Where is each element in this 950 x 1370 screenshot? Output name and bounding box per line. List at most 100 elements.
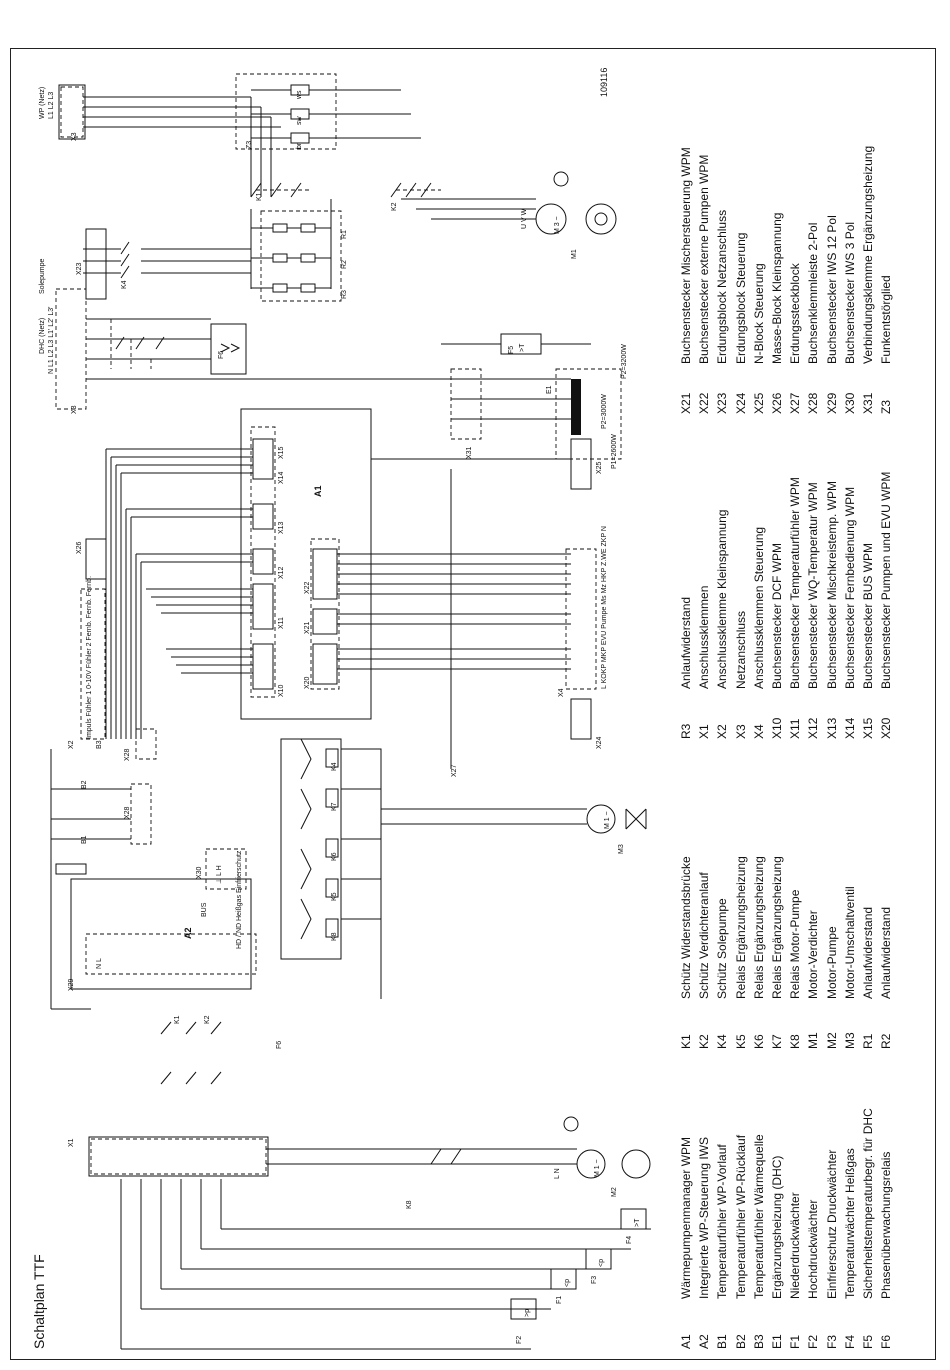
legend-desc: Relais Ergänzungsheizung (733, 856, 748, 999)
legend-desc: Relais Motor-Pumpe (788, 889, 803, 999)
label-b3: B3 (96, 740, 103, 749)
label-wp-phases: L1 L2 L3 (48, 92, 55, 119)
legend-code: B2 (733, 1334, 748, 1349)
legend-desc: Integrierte WP-Steuerung IWS (697, 1136, 712, 1299)
label-a2-inputs: HD / ND Heißgas Einfrierschutz (236, 850, 243, 949)
power-section (55, 73, 622, 460)
label-x27: X27 (451, 764, 458, 777)
label-k7: K7 (331, 802, 338, 811)
legend-code: F5 (860, 1334, 875, 1349)
legend-row: K5 Relais Ergänzungsheizung (732, 759, 750, 1049)
legend-desc: Buchsenstecker WQ-Temperatur WPM (806, 482, 821, 689)
label-m1-sym: M 3 ~ (554, 216, 561, 234)
schematic-sheet: WP (Netz) L1 L2 L3 X3 DHC (Netz) Solepum… (10, 48, 936, 1360)
legend-code: X26 (770, 392, 785, 414)
legend-code: X22 (697, 392, 712, 414)
label-x4-terms: L KOKP MKP EVU Pumpe Ms Mz HKP Z.WE ZKP … (601, 526, 608, 689)
label-x4: X4 (558, 688, 565, 697)
label-f6-top: F6 (218, 351, 225, 359)
legend-code: X28 (806, 392, 821, 414)
page-title: Schaltplan TTF (31, 1254, 47, 1349)
legend-desc: Schütz Widerstandsbrücke (679, 856, 694, 999)
legend-row: X3 Netzanschluss (732, 429, 750, 739)
legend-desc: Anschlussklemmen (697, 585, 712, 689)
label-k4-relay: K4 (331, 762, 338, 771)
legend-desc: Buchsenstecker IWS 3 Pol (842, 221, 857, 364)
label-dhc-phases: N L1 L2 L3 L1' L2' L3' (48, 307, 55, 374)
label-k1-aux: K1 (174, 1015, 181, 1024)
label-f1: F1 (556, 1296, 563, 1304)
label-ln: L N (554, 1168, 561, 1179)
legend-code: X25 (751, 392, 766, 414)
legend-row: F3 Einfrierschutz Druckwächter (823, 1079, 841, 1349)
label-m3-sym: M 1 ~ (604, 811, 611, 829)
legend-code: F2 (806, 1334, 821, 1349)
label-x2: X2 (68, 740, 75, 749)
label-m2: M2 (611, 1187, 618, 1197)
label-a1: A1 (313, 485, 323, 497)
legend-code: B3 (751, 1334, 766, 1349)
legend-code: X24 (733, 392, 748, 414)
label-k1: K1 (256, 192, 263, 201)
legend-code: F6 (879, 1334, 894, 1349)
label-x21: X21 (304, 621, 311, 634)
legend-desc: Motor-Pumpe (824, 926, 839, 999)
legend-desc: Buchsenstecker Pumpen und EVU WPM (879, 471, 894, 689)
legend-desc: Temperaturfühler Wärmequelle (751, 1134, 766, 1299)
legend-desc: Temperaturwächter Heißgas (842, 1148, 857, 1299)
legend-code: F3 (824, 1334, 839, 1349)
label-sw: sw (296, 116, 303, 126)
legend-code: X1 (697, 724, 712, 739)
legend-desc: Phasenüberwachungsrelais (879, 1151, 894, 1299)
legend-code: Z3 (879, 399, 894, 414)
legend-desc: Ergänzungsheizung (DHC) (770, 1155, 785, 1299)
legend-desc: Schütz Solepumpe (715, 898, 730, 999)
legend-desc: Buchsenstecker IWS 12 Pol (824, 215, 839, 364)
label-x31: X31 (466, 446, 473, 459)
legend-desc: Buchsenstecker DCF WPM (770, 542, 785, 689)
label-x11: X11 (278, 617, 285, 629)
label-f4: F4 (626, 1236, 633, 1244)
legend-desc: Wärmepumpenmanager WPM (679, 1136, 694, 1299)
legend-code: X12 (806, 717, 821, 739)
legend-desc: Netzanschluss (733, 610, 748, 689)
label-b2: B2 (81, 780, 88, 789)
label-x3-top: X3 (71, 132, 78, 141)
legend-code: K5 (733, 1034, 748, 1049)
label-x24: X24 (596, 736, 603, 749)
wiring-diagram: WP (Netz) L1 L2 L3 X3 DHC (Netz) Solepum… (39, 73, 651, 1350)
label-k8-contact: K8 (406, 1200, 413, 1209)
label-x12: X12 (278, 566, 285, 579)
label-k8: K8 (331, 932, 338, 941)
legend-code: X29 (824, 392, 839, 414)
legend-code: X21 (679, 392, 694, 414)
legend-desc: Einfrierschutz Druckwächter (824, 1149, 839, 1299)
label-x29-nl: N L (96, 958, 103, 969)
legend-code: K6 (751, 1034, 766, 1049)
legend-code: X3 (733, 724, 748, 739)
label-k6: K6 (331, 852, 338, 861)
label-m1: M1 (571, 249, 578, 259)
label-z3: Z3 (246, 141, 253, 149)
legend-code: K2 (697, 1034, 712, 1049)
label-r1: R1 (341, 230, 348, 239)
legend-code: M1 (806, 1032, 821, 1049)
label-k2-aux: K2 (204, 1015, 211, 1024)
